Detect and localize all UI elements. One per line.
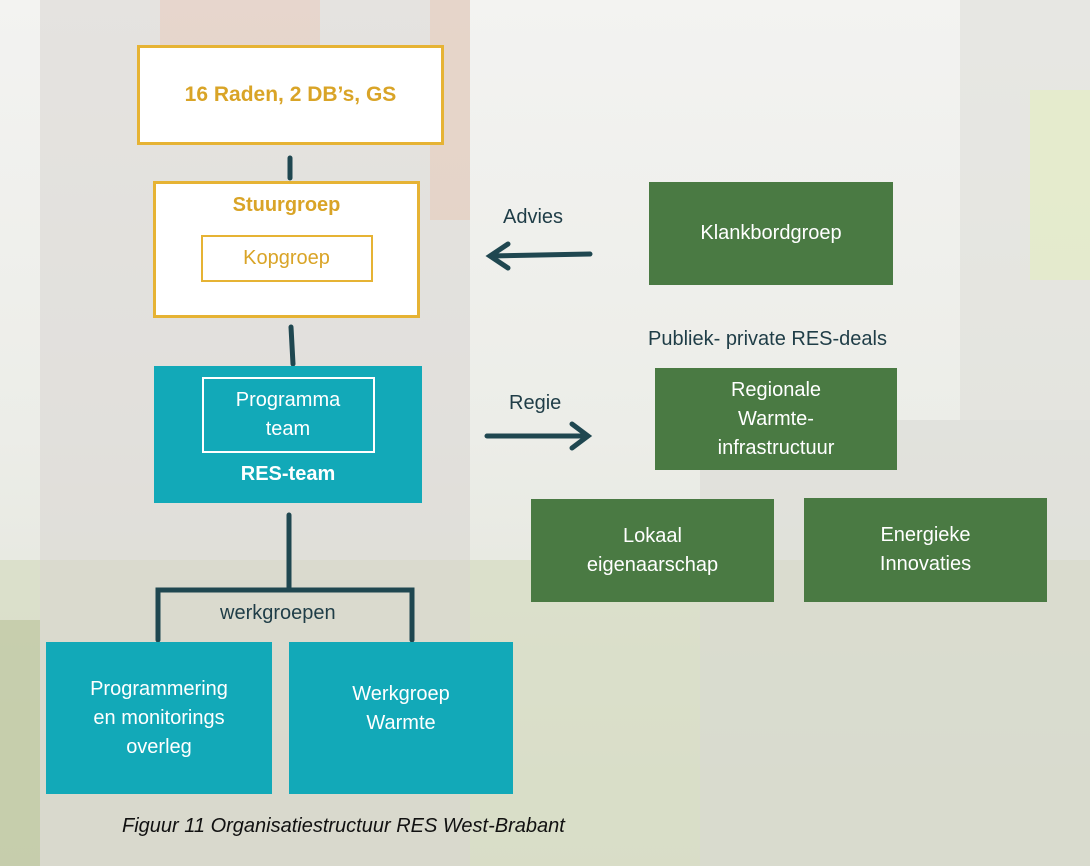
lokaal-eigenaarschap-box: Lokaal eigenaarschap [531,499,774,602]
stuurgroep-label: Stuurgroep [232,194,341,216]
advies-label: Advies [503,206,564,228]
klankbordgroep-box: Klankbordgroep [649,182,893,285]
regie-label: Regie [509,392,562,414]
werkgroep-warmte-box: Werkgroep Warmte [289,642,513,794]
werkgroepen-label: werkgroepen [220,602,336,624]
publiek-private-label: Publiek- private RES-deals [648,328,887,350]
raden-box: 16 Raden, 2 DB’s, GS [137,45,444,145]
werkgroep-warmte-label: Werkgroep Warmte [352,683,450,734]
programma-team-box: Programma team [201,377,375,453]
programma-team-label: Programma team [235,389,341,440]
programmering-box: Programmering en monitorings overleg [46,642,272,794]
kopgroep-label: Kopgroep [243,247,330,269]
programmering-label: Programmering en monitorings overleg [90,677,228,758]
kopgroep-box: Kopgroep [200,235,373,282]
stuurgroep-box: Stuurgroep Kopgroep [153,181,420,318]
klankbordgroep-label: Klankbordgroep [700,222,842,244]
res-team-label: RES-team [240,463,336,485]
energieke-innovaties-box: Energieke Innovaties [804,498,1047,602]
figure-caption: Figuur 11 Organisatiestructuur RES West-… [122,815,565,837]
regionale-warmte-label: Regionale Warmte- infrastructuur [717,378,835,459]
regionale-warmte-box: Regionale Warmte- infrastructuur [655,368,897,470]
energieke-innovaties-label: Energieke Innovaties [879,524,972,575]
raden-label: 16 Raden, 2 DB’s, GS [184,83,397,106]
lokaal-eigenaarschap-label: Lokaal eigenaarschap [586,524,719,576]
res-team-box: Programma team RES-team [154,366,422,503]
